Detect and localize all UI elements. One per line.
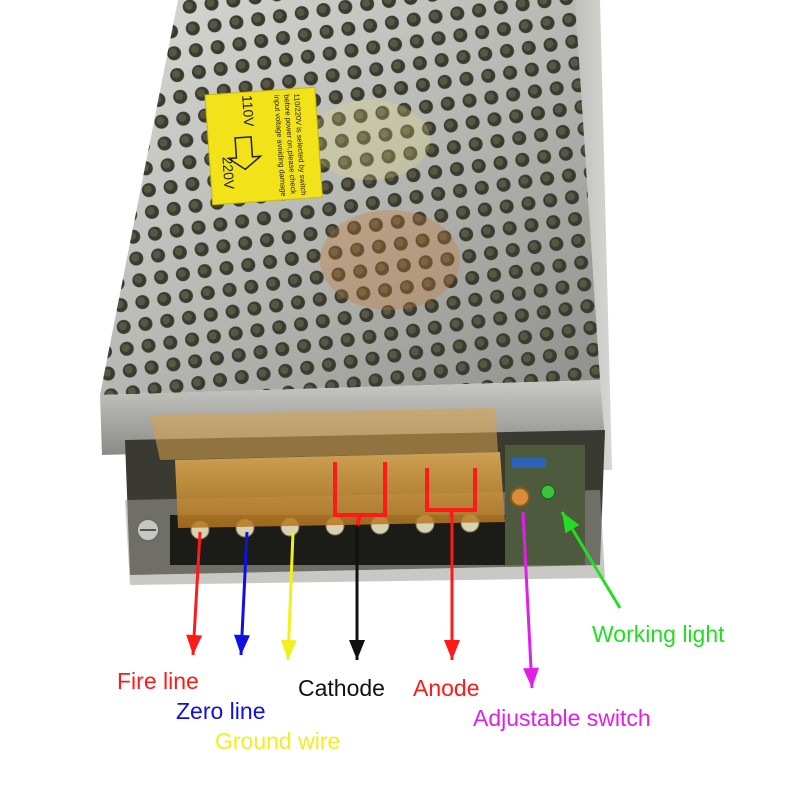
adjust-arrow-head xyxy=(522,667,539,688)
svg-text:110V: 110V xyxy=(239,95,257,128)
anode-arrow-head xyxy=(444,640,460,660)
working-arrow-head xyxy=(562,512,580,534)
label-ground-wire: Ground wire xyxy=(215,728,341,754)
adjustment-potentiometer xyxy=(510,487,530,507)
label-anode: Anode xyxy=(413,675,480,701)
fire-arrow-head xyxy=(186,634,203,655)
adjust-arrow-line xyxy=(521,511,534,689)
ground-arrow-head xyxy=(280,639,297,660)
voltage-warning-sticker: 110/220V is selected by switch before po… xyxy=(204,86,323,206)
label-fire-line: Fire line xyxy=(117,668,199,694)
zero-arrow-line xyxy=(239,531,249,656)
label-cathode: Cathode xyxy=(298,675,385,701)
terminal-cover xyxy=(175,452,505,528)
ventilation-holes xyxy=(100,0,600,395)
callout-arrows xyxy=(186,511,622,689)
ground-arrow-line xyxy=(286,531,295,661)
label-zero-line: Zero line xyxy=(176,698,266,724)
label-working-light: Working light xyxy=(592,621,725,647)
svg-text:220V: 220V xyxy=(219,156,237,190)
zero-arrow-head xyxy=(233,634,250,655)
working-light-led xyxy=(540,484,556,500)
cathode-arrow-head xyxy=(349,640,365,660)
label-adjustable-switch: Adjustable switch xyxy=(473,705,651,731)
fire-arrow-line xyxy=(191,531,202,656)
